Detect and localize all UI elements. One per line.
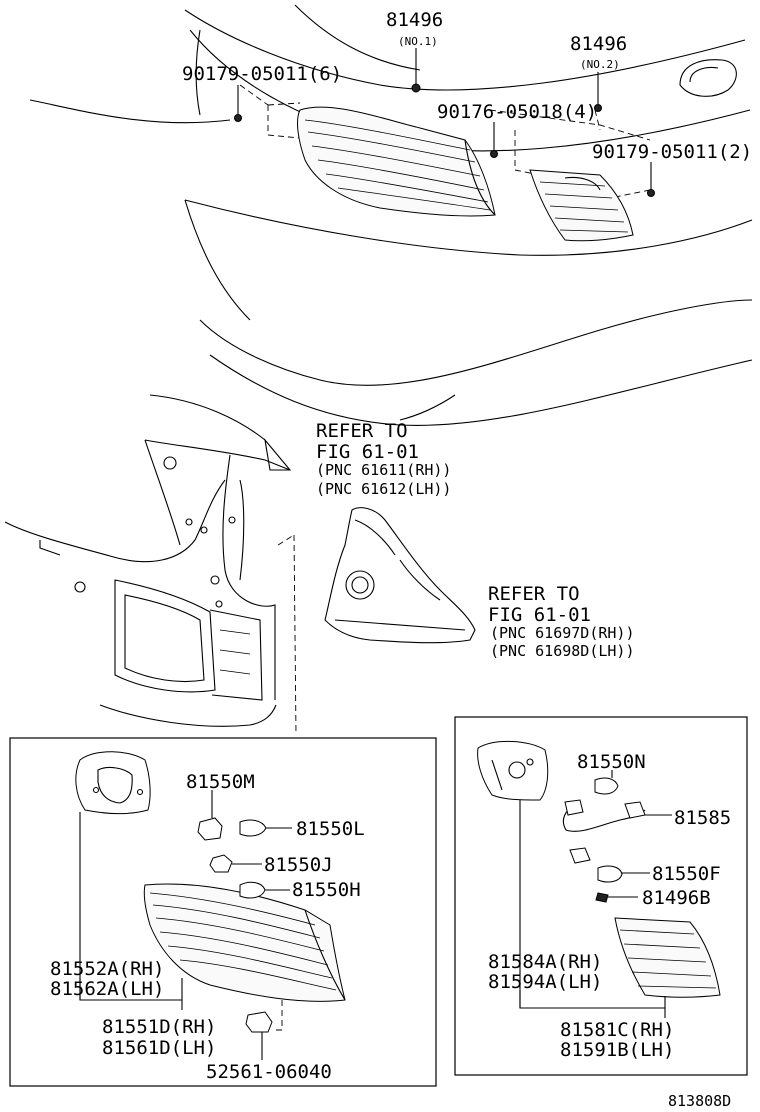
label-81550m: 81550M — [186, 771, 255, 793]
label-52561: 52561-06040 — [206, 1061, 332, 1083]
label-81496-no2: 81496 — [570, 33, 627, 55]
label-90179-6: 90179-05011(6) — [182, 63, 342, 85]
label-81561d: 81561D(LH) — [102, 1037, 216, 1059]
label-81594a: 81594A(LH) — [488, 971, 602, 993]
right-detail-box — [454, 716, 748, 1076]
callout-labels: 81496 (NO.1) 81496 (NO.2) 90179-05011(6)… — [50, 9, 752, 1110]
label-81584a: 81584A(RH) — [488, 951, 602, 973]
left-detail-box — [9, 737, 437, 1087]
label-81496b: 81496B — [642, 887, 711, 909]
refer1-line2: FIG 61-01 — [316, 441, 419, 463]
refer2-line3: (PNC 61697D(RH)) — [490, 624, 635, 642]
figure-id: 813808D — [668, 1092, 731, 1110]
label-90179-2: 90179-05011(2) — [592, 141, 752, 163]
refer2-line1: REFER TO — [488, 583, 580, 605]
label-81562a: 81562A(LH) — [50, 978, 164, 1000]
rear-trim-piece — [324, 507, 476, 644]
label-81581c: 81581C(RH) — [560, 1019, 674, 1041]
label-81550l: 81550L — [296, 818, 365, 840]
upper-tail-lamp-outer — [297, 106, 496, 217]
refer1-line3: (PNC 61611(RH)) — [316, 461, 451, 479]
label-81496-no1-sub: (NO.1) — [398, 35, 438, 48]
refer1-line4: (PNC 61612(LH)) — [316, 480, 451, 498]
label-81591b: 81591B(LH) — [560, 1039, 674, 1061]
refer2-line4: (PNC 61698D(LH)) — [490, 642, 635, 660]
refer1-line1: REFER TO — [316, 420, 408, 442]
label-81496-no1: 81496 — [386, 9, 443, 31]
label-81550f: 81550F — [652, 863, 721, 885]
refer2-line2: FIG 61-01 — [488, 604, 591, 626]
label-81550n: 81550N — [577, 751, 646, 773]
quarter-panel — [4, 438, 297, 736]
rear-body-outline — [29, 4, 753, 441]
top-fasteners — [234, 48, 655, 197]
label-81552a: 81552A(RH) — [50, 958, 164, 980]
label-90176-4: 90176-05018(4) — [437, 101, 597, 123]
upper-lid-lamp — [529, 169, 634, 242]
label-81550h: 81550H — [292, 879, 361, 901]
label-81496-no2-sub: (NO.2) — [580, 58, 620, 71]
label-81585: 81585 — [674, 807, 731, 829]
label-81551d: 81551D(RH) — [102, 1016, 216, 1038]
label-81550j: 81550J — [264, 854, 333, 876]
